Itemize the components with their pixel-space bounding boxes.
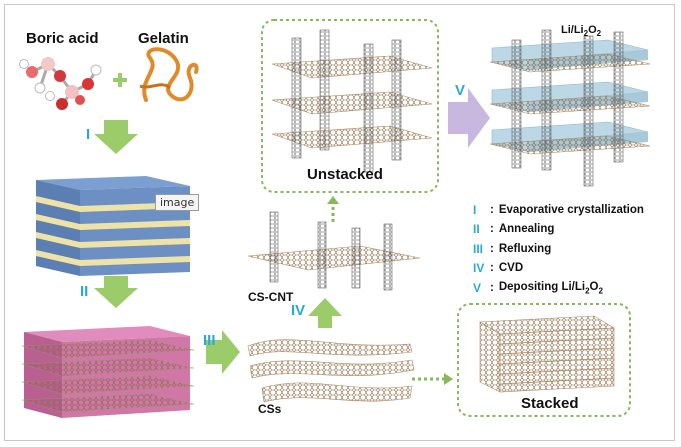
stacked-region-box	[457, 303, 631, 417]
plus-icon	[113, 73, 127, 87]
image-tooltip: image	[155, 194, 200, 211]
carbon-nanotubes-upper	[291, 29, 402, 173]
right-arrow-icon	[206, 330, 240, 374]
li2o2-loaded-structure	[489, 29, 651, 187]
step-2-label: II	[80, 283, 89, 300]
layered-crystal-block	[36, 176, 190, 276]
step-5-label: V	[455, 82, 466, 99]
unstacked-label: Unstacked	[307, 166, 383, 183]
stacked-label: Stacked	[521, 395, 579, 412]
legend-numeral: IV	[473, 261, 485, 276]
li2o2-label: Li/Li2O2	[561, 24, 602, 39]
boric-acid-label: Boric acid	[26, 30, 99, 47]
up-arrow-icon	[308, 298, 342, 328]
step-1-label: I	[86, 126, 91, 143]
legend-item: IV:CVD	[473, 261, 524, 276]
legend-text: Depositing Li/Li2O2	[498, 280, 603, 295]
process-legend: I:Evaporative crystallization II:Anneali…	[473, 200, 644, 298]
legend-item: III:Refluxing	[473, 241, 552, 256]
legend-item: I:Evaporative crystallization	[473, 202, 644, 217]
css-label: CSs	[258, 402, 282, 416]
gelatin-molecule-icon	[139, 47, 199, 102]
unstacked-region-box	[261, 19, 439, 193]
legend-item: II:Annealing	[473, 222, 555, 237]
step-4-label: IV	[291, 302, 306, 319]
carbon-sheets	[247, 339, 415, 403]
stacked-sheets-block	[479, 315, 615, 393]
legend-numeral: V	[473, 280, 482, 295]
down-arrow-icon	[94, 120, 138, 154]
legend-numeral: II	[473, 222, 480, 237]
legend-item: V:Depositing Li/Li2O2	[473, 280, 603, 295]
legend-numeral: I	[473, 202, 477, 217]
annealed-layered-block	[21, 326, 195, 418]
cs-cnt-structure	[247, 211, 421, 291]
legend-text: Refluxing	[498, 242, 552, 255]
gelatin-label: Gelatin	[138, 30, 189, 47]
cs-cnt-label: CS-CNT	[248, 290, 294, 304]
step-3-label: III	[203, 332, 216, 349]
boric-acid-molecule-icon	[19, 57, 102, 110]
legend-text: Evaporative crystallization	[498, 203, 644, 216]
right-arrow-icon	[448, 88, 490, 148]
legend-numeral: III	[473, 241, 484, 256]
legend-text: Annealing	[498, 223, 555, 236]
down-arrow-icon	[94, 276, 138, 308]
legend-text: CVD	[498, 262, 524, 275]
